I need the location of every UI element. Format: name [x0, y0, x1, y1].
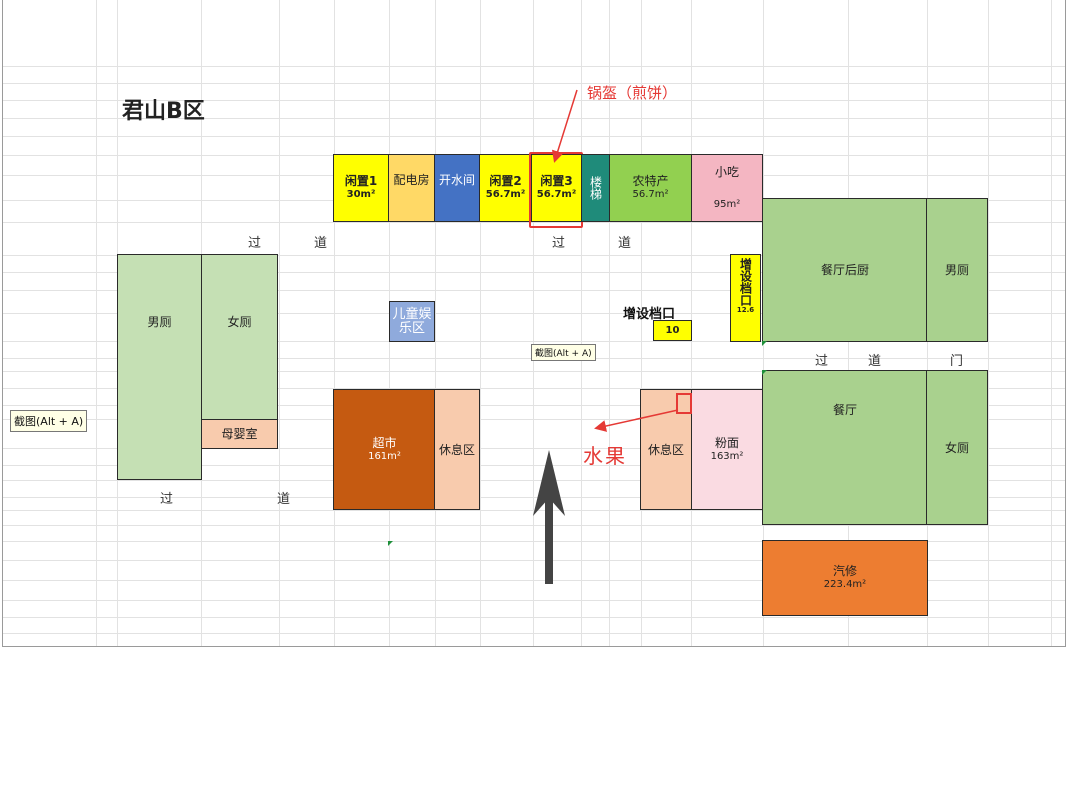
room-xiuxi-left: 休息区: [434, 389, 480, 510]
room-name: 儿童娱乐区: [392, 306, 432, 336]
corridor-char: 门: [950, 354, 964, 369]
room-name: 男厕: [944, 263, 969, 277]
room-name: 休息区: [438, 442, 475, 457]
corridor-char: 道: [277, 492, 291, 507]
room-muying: 母婴室: [201, 419, 278, 449]
room-name: 小吃: [714, 164, 739, 179]
room-name: 女厕: [227, 315, 252, 329]
room-name: 农特产: [632, 174, 669, 188]
room-name: 闲置3: [540, 174, 573, 188]
corridor-char: 道: [868, 354, 882, 369]
room-dangkou-small: 10: [653, 320, 692, 341]
room-ertong: 儿童娱乐区: [389, 301, 435, 342]
room-name: 超市: [372, 435, 397, 450]
room-name: 闲置2: [489, 174, 522, 188]
dangkou-label: 增设档口: [623, 307, 676, 322]
room-xiuxi-right: 休息区: [640, 389, 692, 510]
corridor-char: 道: [618, 236, 632, 251]
plan-title: 君山B区: [122, 99, 205, 124]
room-dangkou-vertical: 增设档口 12.6: [730, 254, 761, 342]
room-name: 开水间: [438, 173, 475, 187]
room-xianzhi1: 闲置1 30m²: [333, 154, 389, 222]
room-kaishui: 开水间: [434, 154, 480, 222]
room-qixiu: 汽修 223.4m²: [762, 540, 928, 616]
corridor-char: 道: [314, 236, 328, 251]
room-area: 163m²: [710, 450, 744, 462]
room-canting: 餐厅: [762, 370, 928, 525]
room-name: 休息区: [647, 442, 684, 457]
room-xianzhi2: 闲置2 56.7m²: [479, 154, 532, 222]
room-xiaochi: 小吃 95m²: [691, 154, 763, 222]
room-name: 餐厅: [832, 403, 857, 417]
room-name: 粉面: [714, 435, 739, 450]
room-name: 配电房: [393, 173, 430, 187]
screenshot-tooltip-small: 截图(Alt + A): [531, 344, 596, 361]
highlight-box-xianzhi3: [529, 152, 583, 228]
room-chaoshi: 超市 161m²: [333, 389, 436, 510]
annotation-fruit: 水果: [583, 444, 627, 468]
corridor-char: 过: [815, 354, 829, 369]
room-name: 楼梯: [588, 176, 603, 200]
room-louti: 楼梯: [581, 154, 610, 222]
screenshot-tooltip: 截图(Alt + A): [10, 410, 88, 432]
room-area: 30m²: [346, 189, 376, 200]
room-nvce-left: 女厕: [201, 254, 278, 420]
room-name: 增设档口: [738, 258, 753, 306]
room-nongte: 农特产 56.7m²: [609, 154, 692, 222]
room-nance-left: 男厕: [117, 254, 202, 480]
room-area: 10: [665, 324, 680, 336]
corridor-char: 过: [248, 236, 262, 251]
room-area: 56.7m²: [632, 189, 669, 200]
room-peidian: 配电房: [388, 154, 435, 222]
room-name: 餐厅后厨: [820, 263, 869, 277]
room-area: 56.7m²: [485, 189, 526, 200]
room-name: 女厕: [944, 440, 969, 455]
room-name: 汽修: [832, 564, 857, 578]
room-nvce-right: 女厕: [926, 370, 988, 525]
room-area: 95m²: [713, 198, 741, 210]
room-nance-right: 男厕: [926, 198, 988, 342]
room-area: 12.6: [736, 306, 755, 314]
room-name: 闲置1: [344, 174, 378, 188]
room-name: 男厕: [147, 315, 172, 329]
room-xianzhi3: 闲置3 56.7m²: [531, 154, 582, 222]
highlight-box-fruit: [676, 393, 692, 414]
annotation-wok: 锅盔（煎饼）: [587, 84, 678, 102]
room-name: 母婴室: [221, 427, 258, 441]
corridor-char: 过: [160, 492, 174, 507]
room-canting-houchu: 餐厅后厨: [762, 198, 928, 342]
room-area: 56.7m²: [536, 189, 577, 200]
corridor-char: 过: [552, 236, 566, 251]
room-area: 223.4m²: [823, 579, 867, 590]
room-fenmian: 粉面 163m²: [691, 389, 763, 510]
room-area: 161m²: [368, 450, 401, 462]
